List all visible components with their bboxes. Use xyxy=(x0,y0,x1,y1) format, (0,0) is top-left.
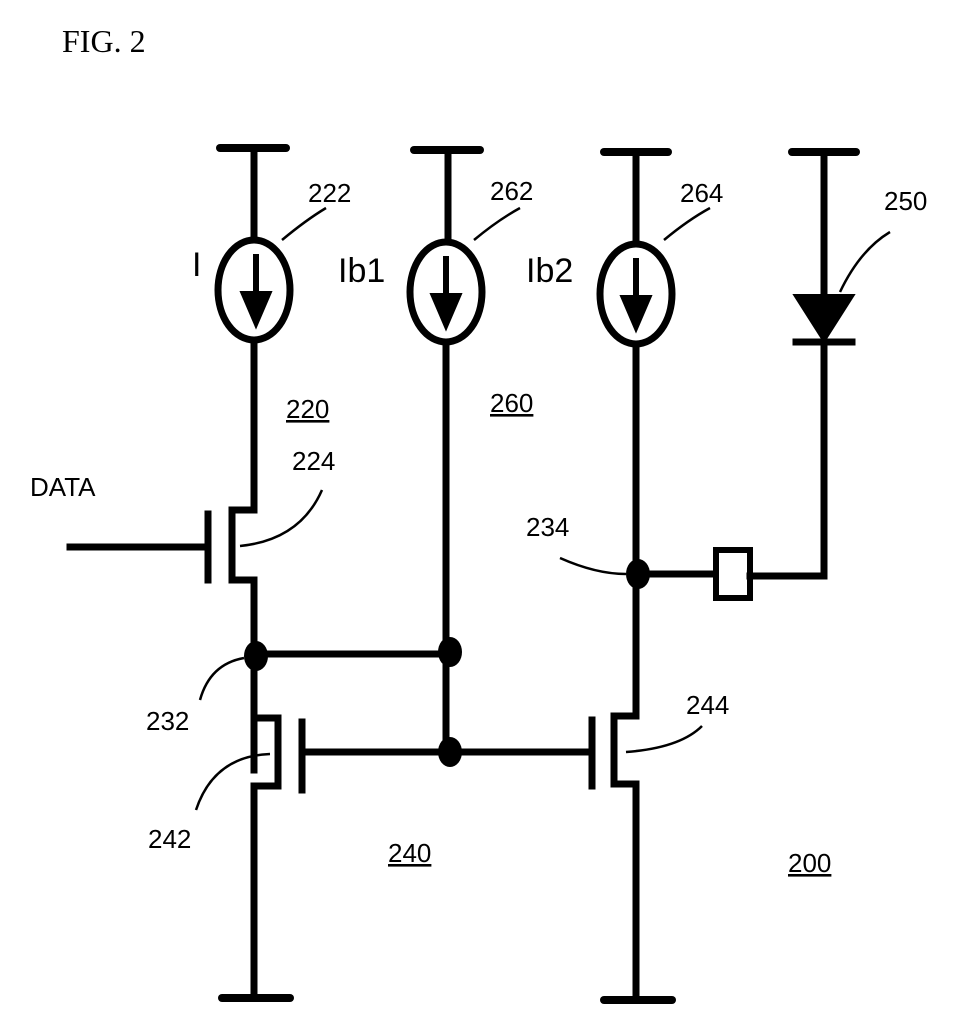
label-current-ib2: Ib2 xyxy=(526,252,573,290)
label-260: 260 xyxy=(490,388,533,418)
label-250: 250 xyxy=(884,186,927,216)
label-232: 232 xyxy=(146,706,189,736)
data-transistor-224 xyxy=(70,514,208,580)
label-220: 220 xyxy=(286,394,329,424)
leader-232 xyxy=(200,658,244,700)
label-264: 264 xyxy=(680,178,723,208)
diode-icon xyxy=(796,296,852,340)
label-240: 240 xyxy=(388,838,431,868)
leader-222 xyxy=(282,208,326,240)
label-262: 262 xyxy=(490,176,533,206)
figure-title: FIG. 2 xyxy=(62,23,146,59)
label-data: DATA xyxy=(30,472,96,502)
label-234: 234 xyxy=(526,512,569,542)
diode-branch-250 xyxy=(636,152,852,598)
connector-box xyxy=(716,550,750,598)
branch-220 xyxy=(218,150,290,998)
leader-262 xyxy=(474,208,520,240)
junction-dot xyxy=(438,737,462,767)
label-current-i: I xyxy=(192,246,201,284)
leader-234 xyxy=(560,558,626,574)
label-242: 242 xyxy=(148,824,191,854)
leader-250 xyxy=(840,232,890,292)
label-244: 244 xyxy=(686,690,729,720)
node-232-dot xyxy=(244,641,268,671)
label-200: 200 xyxy=(788,848,831,878)
leader-244 xyxy=(626,726,702,752)
label-224: 224 xyxy=(292,446,335,476)
label-current-ib1: Ib1 xyxy=(338,252,385,290)
label-222: 222 xyxy=(308,178,351,208)
leader-264 xyxy=(664,208,710,240)
junction-dot xyxy=(438,637,462,667)
node-234-dot xyxy=(626,559,650,589)
leader-242 xyxy=(196,754,270,810)
